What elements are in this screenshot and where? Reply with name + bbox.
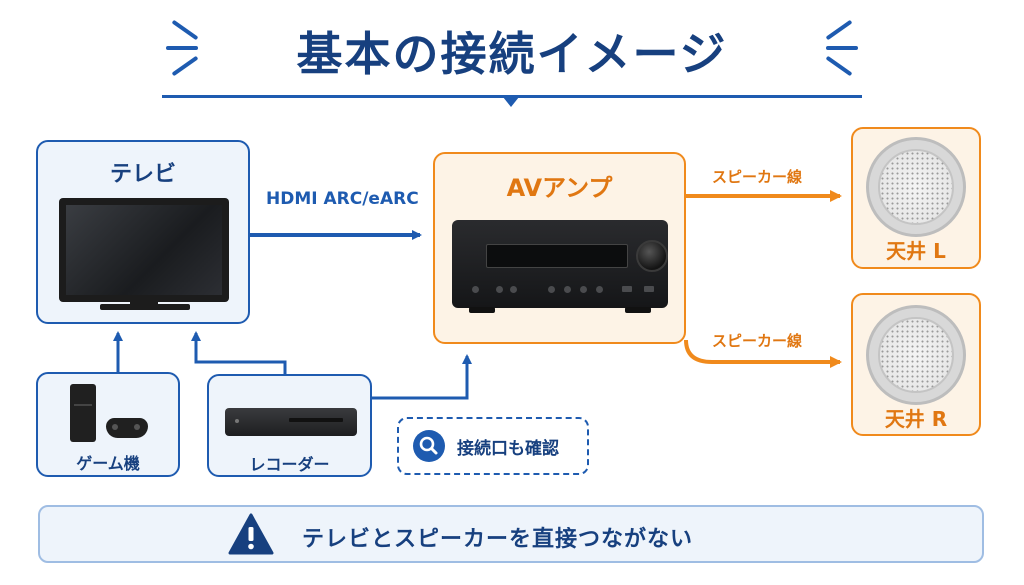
amp-display xyxy=(486,244,628,268)
recorder-to-amp-arrow xyxy=(372,354,472,400)
recorder-icon xyxy=(225,408,357,436)
game-box: ゲーム機 xyxy=(36,372,180,477)
speaker-r-label: 天井 R xyxy=(884,407,948,431)
speaker-r-box: 天井 R xyxy=(851,293,981,436)
amp-icon xyxy=(452,220,668,308)
tv-label: テレビ xyxy=(109,162,176,187)
speaker-wire-label-l: スピーカー線 xyxy=(712,168,803,186)
warning-triangle-icon xyxy=(228,513,274,557)
warning-text: テレビとスピーカーを直接つながない xyxy=(302,527,694,552)
tv-box: テレビ xyxy=(36,140,250,324)
search-icon xyxy=(413,430,445,462)
amp-foot-right xyxy=(625,307,651,313)
hdmi-label: HDMI ARC/eARC xyxy=(266,189,419,209)
tv-base xyxy=(100,304,190,310)
speaker-l-box: 天井 L xyxy=(851,127,981,269)
amp-box: AVアンプ xyxy=(433,152,686,344)
tv-stand xyxy=(130,300,158,306)
title-sparkle-left-2 xyxy=(166,46,198,50)
amp-foot-left xyxy=(469,307,495,313)
warning-banner: テレビとスピーカーを直接つながない xyxy=(38,505,984,563)
controller-icon xyxy=(106,418,148,438)
speaker-wire-label-r: スピーカー線 xyxy=(712,332,803,350)
title-sparkle-right-2 xyxy=(826,46,858,50)
hint-box: 接続口も確認 xyxy=(397,417,589,475)
game-console-icon xyxy=(70,384,96,442)
ceiling-speaker-icon xyxy=(866,305,966,405)
title-underline xyxy=(162,95,862,98)
tv-icon xyxy=(59,198,229,302)
page-title: 基本の接続イメージ xyxy=(296,27,728,81)
amp-to-speaker-r-arrow xyxy=(684,339,842,368)
recorder-box: レコーダー xyxy=(207,374,372,477)
recorder-to-tv-arrow xyxy=(191,331,287,374)
title-caret xyxy=(503,97,519,107)
recorder-label: レコーダー xyxy=(249,455,330,474)
ceiling-speaker-icon xyxy=(866,137,966,237)
game-label: ゲーム機 xyxy=(76,454,140,473)
amp-volume-knob xyxy=(636,240,668,272)
amp-label: AVアンプ xyxy=(506,174,613,202)
hint-label: 接続口も確認 xyxy=(457,439,559,459)
speaker-l-label: 天井 L xyxy=(886,239,946,263)
